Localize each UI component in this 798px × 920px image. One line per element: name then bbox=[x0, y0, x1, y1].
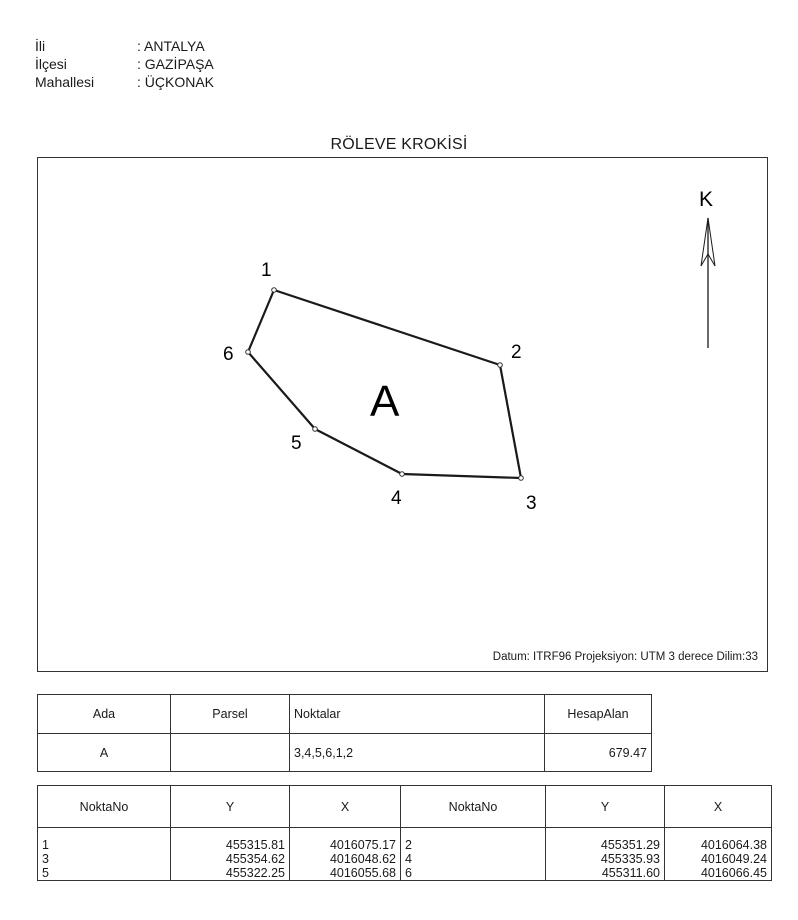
header-noktano-left: NoktaNo bbox=[37, 785, 171, 828]
cell-y: 455315.81 bbox=[225, 838, 285, 852]
parcel-table-header: Ada Parsel Noktalar HesapAlan bbox=[37, 694, 652, 734]
parcel-table-row: A 3,4,5,6,1,2 679.47 bbox=[37, 733, 652, 772]
label-il: İli bbox=[35, 38, 46, 54]
vertex-4 bbox=[399, 471, 405, 477]
header-noktano-right: NoktaNo bbox=[400, 785, 546, 828]
point-label-4: 4 bbox=[391, 488, 402, 509]
north-arrow-icon bbox=[700, 217, 716, 348]
header-parsel: Parsel bbox=[170, 694, 290, 734]
vertex-3 bbox=[518, 475, 524, 481]
coordinate-table-body: 1 3 5 455315.81 455354.62 455322.25 4016… bbox=[37, 827, 772, 881]
cell-x: 4016055.68 bbox=[329, 866, 396, 880]
col-x-right: 4016064.38 4016049.24 4016066.45 bbox=[664, 827, 772, 881]
cell-y: 455354.62 bbox=[225, 852, 285, 866]
survey-sketch: 1 2 3 4 5 6 A K Datum: ITRF96 Projeksiyo… bbox=[37, 157, 768, 672]
point-label-5: 5 bbox=[291, 433, 302, 454]
cell-y: 455351.29 bbox=[600, 838, 660, 852]
value-ilce: : GAZİPAŞA bbox=[137, 56, 214, 72]
cell-y: 455335.93 bbox=[600, 852, 660, 866]
vertex-1 bbox=[271, 287, 277, 293]
cell-x: 4016049.24 bbox=[700, 852, 767, 866]
cell-x: 4016064.38 bbox=[700, 838, 767, 852]
cell-no: 1 bbox=[42, 838, 49, 852]
label-mahalle: Mahallesi bbox=[35, 74, 95, 90]
datum-note: Datum: ITRF96 Projeksiyon: UTM 3 derece … bbox=[492, 651, 758, 663]
vertex-5 bbox=[312, 426, 318, 432]
col-y-right: 455351.29 455335.93 455311.60 bbox=[545, 827, 665, 881]
vertex-2 bbox=[497, 362, 503, 368]
point-label-6: 6 bbox=[223, 344, 234, 365]
header-y-right: Y bbox=[545, 785, 665, 828]
cell-no: 3 bbox=[42, 852, 49, 866]
cell-y: 455322.25 bbox=[225, 866, 285, 880]
sketch-title: RÖLEVE KROKİSİ bbox=[330, 136, 468, 153]
value-mahalle: : ÜÇKONAK bbox=[137, 74, 215, 90]
cell-ada: A bbox=[37, 733, 171, 772]
cell-no: 5 bbox=[42, 866, 49, 880]
cell-no: 4 bbox=[405, 852, 412, 866]
north-label: K bbox=[699, 188, 713, 211]
label-ilce: İlçesi bbox=[35, 56, 67, 72]
cell-y: 455311.60 bbox=[601, 866, 660, 880]
cell-x: 4016075.17 bbox=[329, 838, 396, 852]
cell-no: 2 bbox=[405, 838, 412, 852]
parcel-label: A bbox=[370, 377, 400, 426]
col-y-left: 455315.81 455354.62 455322.25 bbox=[170, 827, 290, 881]
coordinate-table: NoktaNo Y X NoktaNo Y X 1 3 5 455315.81 … bbox=[37, 785, 772, 881]
header-noktalar: Noktalar bbox=[289, 694, 545, 734]
sketch-drawing: 1 2 3 4 5 6 A K bbox=[223, 188, 716, 514]
value-il: : ANTALYA bbox=[137, 38, 205, 54]
cell-parsel bbox=[170, 733, 290, 772]
point-label-2: 2 bbox=[511, 342, 522, 363]
header-ada: Ada bbox=[37, 694, 171, 734]
col-noktano-right: 2 4 6 bbox=[400, 827, 546, 881]
point-label-1: 1 bbox=[261, 260, 272, 281]
header-y-left: Y bbox=[170, 785, 290, 828]
cell-noktalar: 3,4,5,6,1,2 bbox=[289, 733, 545, 772]
cell-x: 4016048.62 bbox=[329, 852, 396, 866]
coordinate-table-header: NoktaNo Y X NoktaNo Y X bbox=[37, 785, 772, 828]
col-x-left: 4016075.17 4016048.62 4016055.68 bbox=[289, 827, 401, 881]
point-label-3: 3 bbox=[526, 493, 537, 514]
vertex-6 bbox=[245, 349, 251, 355]
col-noktano-left: 1 3 5 bbox=[37, 827, 171, 881]
cell-hesapalan: 679.47 bbox=[544, 733, 652, 772]
cell-x: 4016066.45 bbox=[700, 866, 767, 880]
header-x-left: X bbox=[289, 785, 401, 828]
parcel-table: Ada Parsel Noktalar HesapAlan A 3,4,5,6,… bbox=[37, 694, 652, 772]
cell-no: 6 bbox=[405, 866, 412, 880]
header-hesapalan: HesapAlan bbox=[544, 694, 652, 734]
header-x-right: X bbox=[664, 785, 772, 828]
